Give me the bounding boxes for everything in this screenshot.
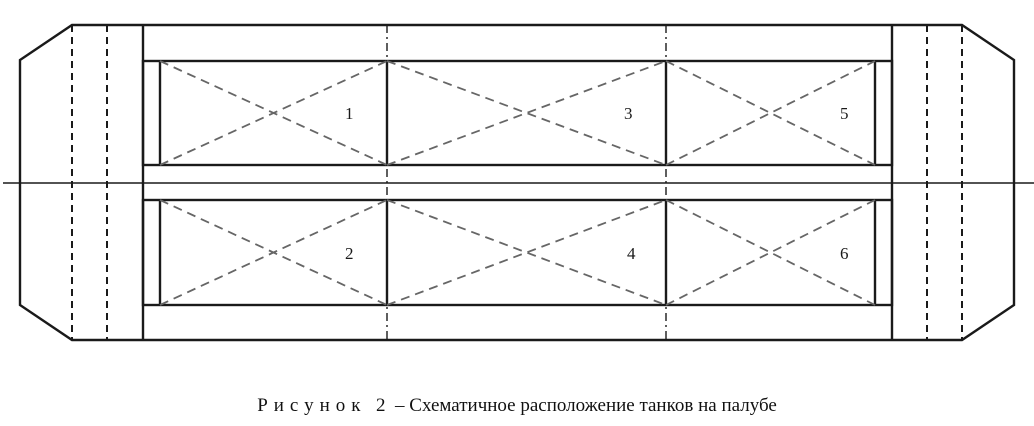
- caption-prefix: Рисунок: [257, 395, 367, 416]
- tank-6-label: 6: [840, 244, 849, 263]
- tank-6-cross: [665, 199, 876, 306]
- caption-number: 2: [376, 395, 386, 416]
- tank-5-label: 5: [840, 104, 849, 123]
- tank-2-cross: [159, 199, 388, 306]
- tank-2-label: 2: [345, 244, 354, 263]
- tank-3-label: 3: [624, 104, 633, 123]
- caption-text: – Схематичное расположение танков на пал…: [395, 395, 777, 416]
- figure-caption: Рисунок 2 – Схематичное расположение тан…: [0, 395, 1034, 417]
- bottom-tank-row: [141, 198, 894, 307]
- top-tank-row: [141, 59, 894, 167]
- tank-1-label: 1: [345, 104, 354, 123]
- tank-4-label: 4: [627, 244, 636, 263]
- deck-tank-diagram: 1 2 3 4 5 6: [3, 23, 1034, 342]
- tank-1-cross: [159, 60, 388, 166]
- tank-3-cross: [386, 60, 667, 166]
- tank-5-cross: [665, 60, 876, 166]
- tank-4-cross: [386, 199, 667, 306]
